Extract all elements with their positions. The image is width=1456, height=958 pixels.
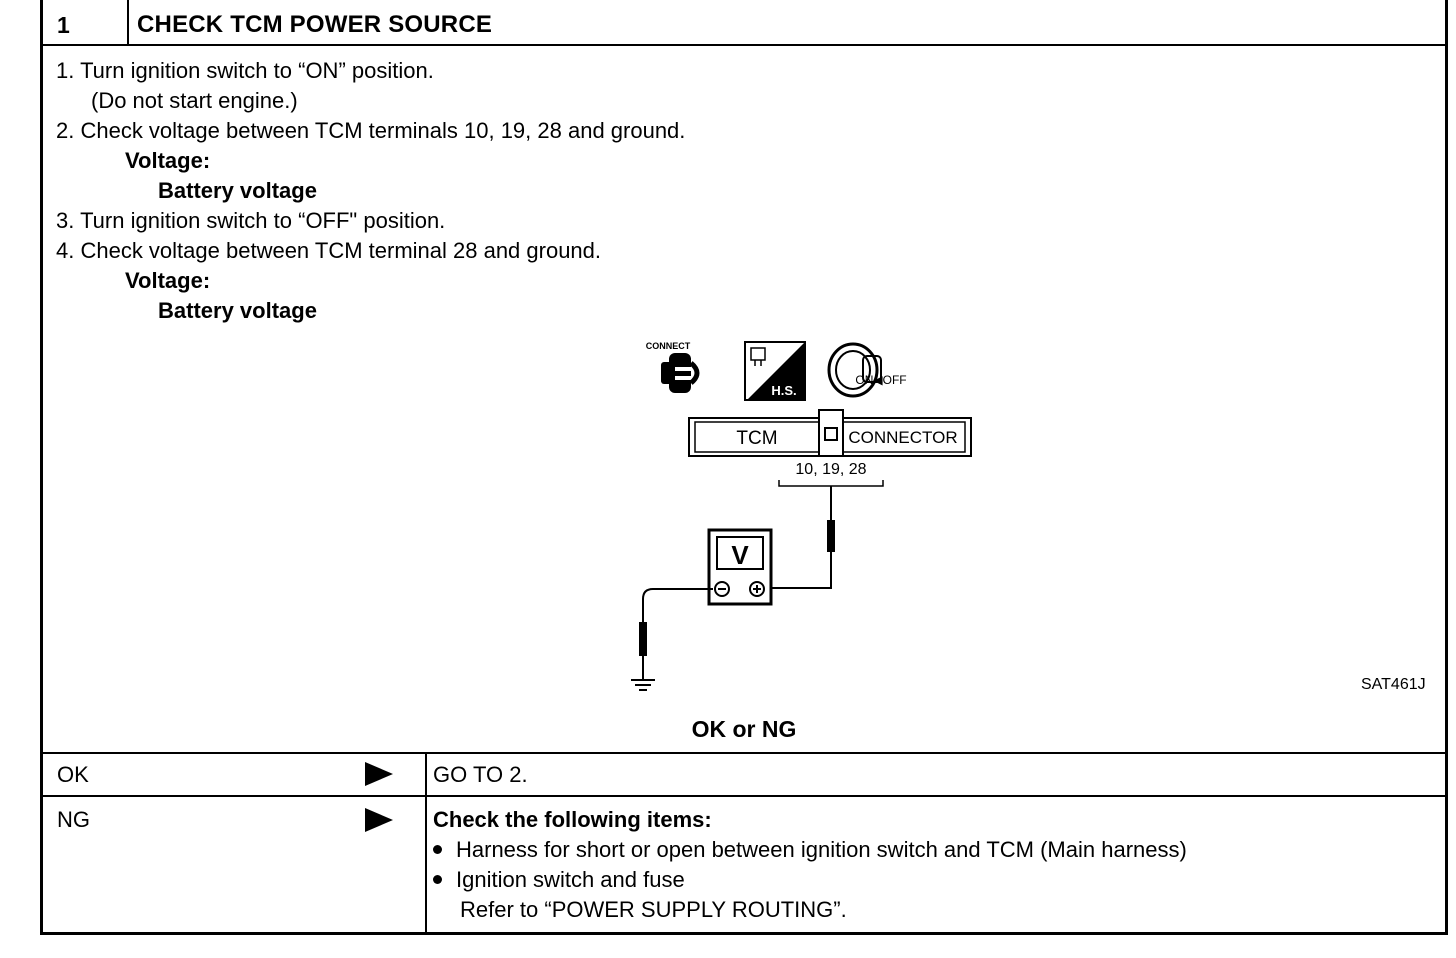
negative-probe <box>639 622 647 656</box>
row-divider <box>43 795 1445 797</box>
column-divider <box>425 752 427 932</box>
ok-result-label: OK <box>57 762 89 787</box>
ng-result-label: NG <box>57 807 90 832</box>
procedure-header: 1 CHECK TCM POWER SOURCE <box>43 0 1445 46</box>
voltmeter-label: V <box>731 540 749 570</box>
terminal-bracket <box>778 480 884 487</box>
ignition-key-icon: ON◀OFF <box>827 342 907 398</box>
diagnostic-procedure-table: 1 CHECK TCM POWER SOURCE 1. Turn ignitio… <box>40 0 1448 935</box>
hs-label: H.S. <box>771 383 796 398</box>
positive-probe <box>827 520 835 552</box>
ng-item-2-text: Ignition switch and fuse <box>456 867 685 892</box>
connector-label: CONNECTOR <box>848 428 957 447</box>
harness-connector-icon: H.S. <box>744 341 806 401</box>
ng-heading: Check the following items: <box>433 807 712 832</box>
row-divider <box>43 752 1445 754</box>
ng-item-2: Ignition switch and fuse <box>433 865 685 895</box>
tcm-connector: TCM CONNECTOR <box>688 409 972 457</box>
decision-question: OK or NG <box>691 716 797 742</box>
step-2-spec-value: Battery voltage <box>158 178 317 203</box>
step-1: 1. Turn ignition switch to “ON” position… <box>56 58 434 83</box>
bullet-icon <box>433 874 442 884</box>
connect-label: CONNECT <box>646 341 691 351</box>
step-2-spec-label: Voltage: <box>125 148 211 173</box>
terminal-numbers: 10, 19, 28 <box>795 461 866 478</box>
step-1-note: (Do not start engine.) <box>91 88 298 113</box>
ignition-key-label: ON◀OFF <box>855 373 906 387</box>
figure-id: SAT461J <box>1361 676 1426 693</box>
ng-item-2-note: Refer to “POWER SUPPLY ROUTING”. <box>460 897 847 922</box>
bullet-icon <box>433 844 442 854</box>
step-4-spec-value: Battery voltage <box>158 298 317 323</box>
voltage-check-diagram: CONNECT H.S. ON◀OFF <box>631 341 972 691</box>
step-number: 1 <box>43 0 129 44</box>
ok-arrow-icon <box>365 762 393 792</box>
procedure-title: CHECK TCM POWER SOURCE <box>137 11 493 38</box>
ok-action: GO TO 2. <box>433 762 528 787</box>
voltmeter-icon: V <box>707 528 773 606</box>
step-4: 4. Check voltage between TCM terminal 28… <box>56 238 602 263</box>
step-3: 3. Turn ignition switch to “OFF" positio… <box>56 208 446 233</box>
probe-lead-negative <box>642 588 713 622</box>
ng-arrow-icon <box>365 808 393 838</box>
step-2: 2. Check voltage between TCM terminals 1… <box>56 118 686 143</box>
step-4-spec-label: Voltage: <box>125 268 211 293</box>
tcm-label: TCM <box>736 428 777 449</box>
ground-symbol <box>631 679 655 691</box>
ng-item-1-text: Harness for short or open between igniti… <box>456 837 1187 862</box>
ng-item-1: Harness for short or open between igniti… <box>433 835 1187 865</box>
connect-icon: CONNECT <box>646 341 700 393</box>
